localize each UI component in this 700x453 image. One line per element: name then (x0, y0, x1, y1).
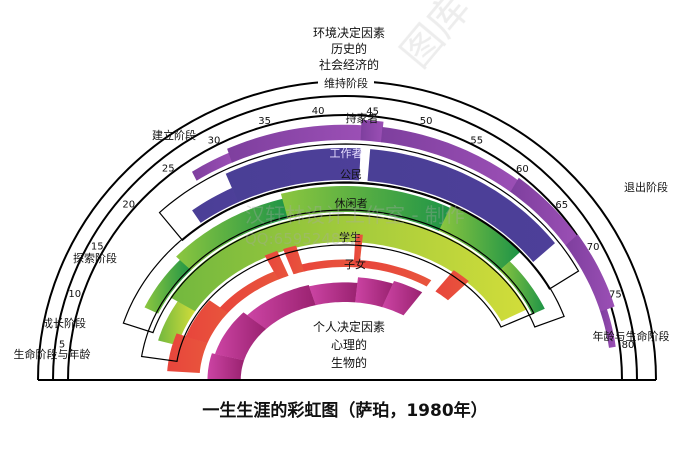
age-tick-label: 10 (68, 289, 81, 300)
role-band-segment-homemaker (600, 309, 616, 348)
diagram-title: 一生生涯的彩虹图（萨珀，1980年） (202, 400, 487, 421)
role-band-segment-child (207, 353, 245, 380)
stage-establishment: 建立阶段 (152, 128, 196, 142)
role-band-segment-student (435, 270, 469, 301)
age-tick-label: 30 (208, 135, 221, 146)
age-tick-label: 65 (555, 200, 568, 211)
role-band-segment-student (185, 300, 229, 344)
personal-factor-line-2: 心理的 (331, 337, 367, 352)
age-tick-label: 55 (470, 136, 483, 147)
age-tick-label: 50 (420, 116, 433, 127)
role-band-segment-homemaker (565, 234, 615, 312)
role-label-child: 子女 (344, 257, 366, 271)
role-label-leisurite: 休闲者 (335, 196, 368, 210)
role-band-segment-leisurite (170, 214, 528, 322)
role-band-segment-student (301, 259, 355, 272)
age-tick-label: 5 (59, 339, 65, 350)
role-band-segment-citizen (280, 186, 451, 232)
role-band-segment-citizen (499, 261, 545, 315)
age-tick-label: 20 (122, 199, 135, 210)
role-band-segment-student (359, 260, 432, 287)
role-band-segment-student (219, 271, 279, 313)
watermark-qq: QQ:659524802 (245, 230, 360, 248)
watermark-studio: 汉轩林设计工作室 - 制作 (245, 203, 465, 227)
role-band-segment-homemaker (227, 124, 362, 163)
role-band-segment-leisurite (158, 301, 196, 346)
role-label-homemaker: 持家者 (346, 111, 379, 125)
age-tick-label: 40 (312, 106, 325, 117)
role-band-segment-homemaker (510, 177, 578, 246)
role-band-segment-student (353, 234, 363, 268)
role-band-segment-child (382, 281, 423, 316)
role-band-segment-child (215, 312, 267, 361)
role-band-segment-worker (367, 149, 555, 262)
role-band-segment-citizen (176, 198, 289, 271)
role-band-segment-homemaker (360, 119, 384, 143)
role-band-segment-homemaker (192, 152, 233, 181)
env-factor-line-1: 环境决定因素 (313, 25, 385, 40)
maintenance-label-bg (318, 74, 374, 90)
stage-age-life-stage: 年龄与生命阶段 (593, 329, 670, 343)
role-label-worker: 工作者 (330, 147, 363, 160)
role-label-student: 学生 (339, 230, 361, 244)
role-band-segment-child (309, 282, 358, 306)
age-tick-label: 60 (516, 164, 529, 175)
role-bands (144, 119, 616, 380)
age-tick-label: 70 (587, 242, 600, 253)
role-envelope-leisurite (140, 209, 535, 362)
env-factor-line-2: 历史的 (331, 41, 367, 56)
role-band-segment-student (167, 333, 208, 373)
stage-exploration: 探索阶段 (73, 251, 117, 265)
stage-ring-line (52, 95, 638, 381)
age-tick-label: 80 (622, 340, 635, 351)
stage-disengagement: 退出阶段 (624, 180, 668, 194)
personal-factor-line-3: 生物的 (331, 355, 367, 370)
role-band-segment-citizen (144, 259, 192, 314)
role-band-segment-child (247, 285, 316, 329)
stage-life-stage-age: 生命阶段与年龄 (14, 347, 91, 361)
watermark-gallery: 图库 (392, 0, 479, 76)
stage-growth: 成长阶段 (42, 316, 86, 330)
age-tick-label: 75 (609, 290, 622, 301)
env-factor-line-3: 社会经济的 (319, 57, 379, 72)
role-band-segment-child (355, 277, 394, 308)
age-tick-label: 15 (91, 242, 104, 253)
role-label-citizen: 公民 (340, 168, 362, 181)
stage-maintenance: 维持阶段 (324, 76, 368, 90)
age-tick-label: 45 (366, 106, 379, 117)
role-envelope-citizen (122, 181, 565, 334)
role-band-segment-homemaker (380, 127, 518, 193)
role-outlines (122, 143, 580, 362)
role-band-segment-worker (225, 148, 361, 203)
role-envelope-worker (158, 143, 580, 290)
personal-factor-line-1: 个人决定因素 (313, 319, 385, 334)
role-band-segment-worker (192, 187, 239, 223)
age-ticks: 5 10 15 20 25 30 35 40 45 50 55 60 65 70 75 80 (59, 106, 634, 351)
age-tick-label: 35 (258, 116, 271, 127)
role-band-segment-citizen (438, 205, 520, 271)
age-tick-label: 25 (162, 163, 175, 174)
